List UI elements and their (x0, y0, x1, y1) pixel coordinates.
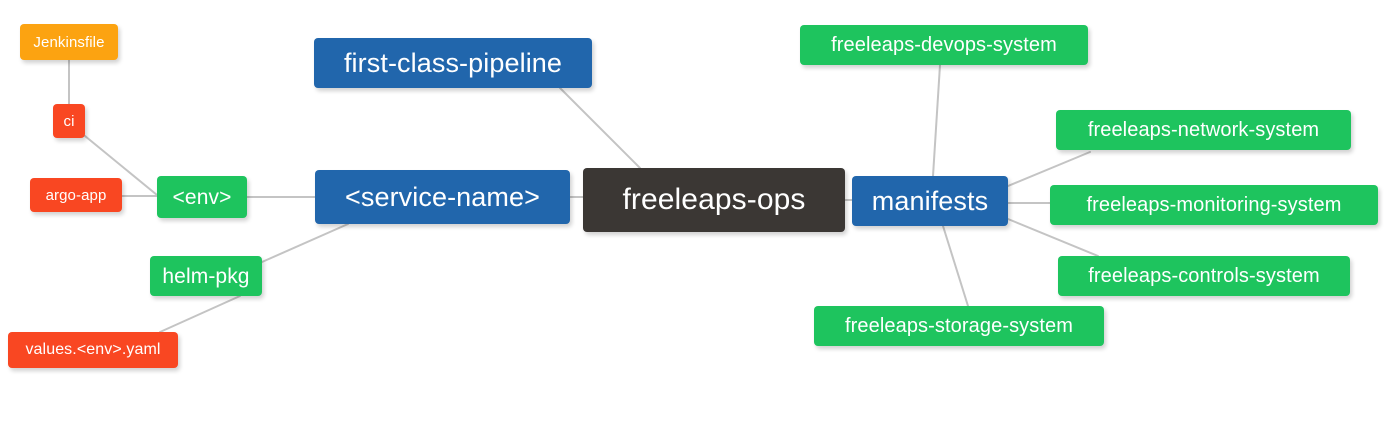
node-label: manifests (871, 185, 989, 216)
node-label: Jenkinsfile (33, 33, 105, 51)
node-freeleaps-monitoring-system[interactable]: freeleaps-monitoring-system (1050, 185, 1378, 225)
node-env[interactable]: <env> (157, 176, 247, 218)
node-freeleaps-controls-system[interactable]: freeleaps-controls-system (1058, 256, 1350, 296)
node-values-yaml[interactable]: values.<env>.yaml (8, 332, 178, 368)
node-label: freeleaps-monitoring-system (1086, 194, 1342, 216)
node-label: helm-pkg (162, 264, 250, 288)
edge-first-class-pipeline-to-freeleaps-ops (559, 87, 641, 169)
node-label: freeleaps-controls-system (1088, 265, 1320, 287)
node-freeleaps-storage-system[interactable]: freeleaps-storage-system (814, 306, 1104, 346)
node-argo-app[interactable]: argo-app (30, 178, 122, 212)
node-label: freeleaps-storage-system (844, 315, 1074, 337)
node-first-class-pipeline[interactable]: first-class-pipeline (314, 38, 592, 88)
edge-manifests-to-freeleaps-devops-system (932, 64, 941, 177)
edge-helm-pkg-to-service-name (261, 223, 349, 263)
node-freeleaps-ops[interactable]: freeleaps-ops (583, 168, 845, 232)
node-manifests[interactable]: manifests (852, 176, 1008, 226)
node-label: freeleaps-network-system (1087, 119, 1320, 141)
node-label: values.<env>.yaml (25, 341, 161, 358)
node-service-name[interactable]: <service-name> (315, 170, 570, 224)
node-ci[interactable]: ci (53, 104, 85, 138)
node-freeleaps-network-system[interactable]: freeleaps-network-system (1056, 110, 1351, 150)
node-label: freeleaps-ops (622, 183, 806, 216)
edge-values-yaml-to-helm-pkg (159, 295, 241, 333)
node-label: freeleaps-devops-system (831, 34, 1057, 56)
node-label: <service-name> (345, 181, 540, 212)
node-jenkinsfile[interactable]: Jenkinsfile (20, 24, 118, 60)
node-label: argo-app (45, 186, 107, 204)
node-freeleaps-devops-system[interactable]: freeleaps-devops-system (800, 25, 1088, 65)
node-label: <env> (172, 185, 232, 209)
edge-manifests-to-freeleaps-network-system (1007, 151, 1091, 187)
node-label: first-class-pipeline (343, 47, 563, 78)
edge-manifests-to-freeleaps-storage-system (942, 225, 969, 307)
node-helm-pkg[interactable]: helm-pkg (150, 256, 262, 296)
node-label: ci (63, 112, 75, 130)
